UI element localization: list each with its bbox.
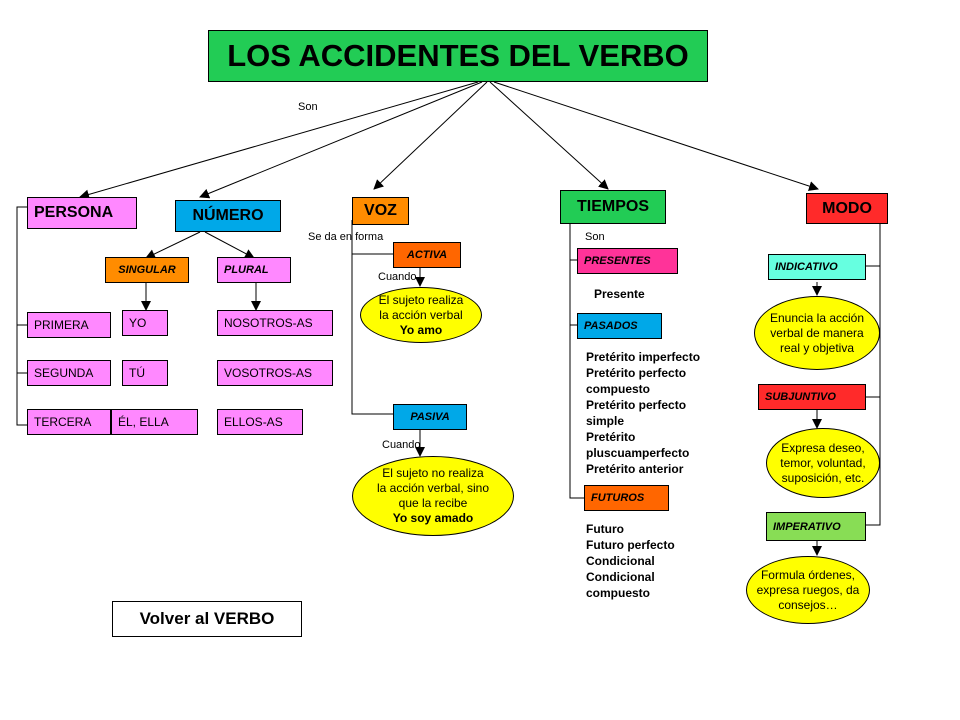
- persona-segunda[interactable]: SEGUNDA: [27, 360, 111, 386]
- subjuntivo-box[interactable]: SUBJUNTIVO: [758, 384, 866, 410]
- activa-definition: El sujeto realiza la acción verbal Yo am…: [360, 287, 482, 343]
- label-cuando-activa: Cuando: [378, 271, 417, 283]
- persona-tercera[interactable]: TERCERA: [27, 409, 111, 435]
- indicativo-box[interactable]: INDICATIVO: [768, 254, 866, 280]
- voz-box[interactable]: VOZ: [352, 197, 409, 225]
- plural-box[interactable]: PLURAL: [217, 257, 291, 283]
- pasados-box[interactable]: PASADOS: [577, 313, 662, 339]
- label-se-da-en-forma: Se da en forma: [308, 231, 384, 243]
- singular-yo[interactable]: YO: [122, 310, 168, 336]
- plural-ellos[interactable]: ELLOS-AS: [217, 409, 303, 435]
- presentes-list: Presente: [594, 287, 645, 301]
- imperativo-box[interactable]: IMPERATIVO: [766, 512, 866, 541]
- activa-box[interactable]: ACTIVA: [393, 242, 461, 268]
- futuros-list: Futuro Futuro perfecto Condicional Condi…: [586, 522, 675, 600]
- indicativo-definition: Enuncia la acción verbal de manera real …: [754, 296, 880, 370]
- plural-vosotros[interactable]: VOSOTROS-AS: [217, 360, 333, 386]
- pasiva-definition: El sujeto no realiza la acción verbal, s…: [352, 456, 514, 536]
- label-son-main: Son: [298, 101, 318, 113]
- modo-box[interactable]: MODO: [806, 193, 888, 224]
- imperativo-definition: Formula órdenes, expresa ruegos, da cons…: [746, 556, 870, 624]
- label-son-tiempos: Son: [585, 231, 605, 243]
- persona-primera[interactable]: PRIMERA: [27, 312, 111, 338]
- subjuntivo-definition: Expresa deseo, temor, voluntad, suposici…: [766, 428, 880, 498]
- singular-box[interactable]: SINGULAR: [105, 257, 189, 283]
- label-cuando-pasiva: Cuando: [382, 439, 421, 451]
- singular-el-ella[interactable]: ÉL, ELLA: [111, 409, 198, 435]
- back-to-verb-button[interactable]: Volver al VERBO: [112, 601, 302, 637]
- page-title: LOS ACCIDENTES DEL VERBO: [208, 30, 708, 82]
- presentes-box[interactable]: PRESENTES: [577, 248, 678, 274]
- persona-box[interactable]: PERSONA: [27, 197, 137, 229]
- futuros-box[interactable]: FUTUROS: [584, 485, 669, 511]
- plural-nosotros[interactable]: NOSOTROS-AS: [217, 310, 333, 336]
- singular-tu[interactable]: TÚ: [122, 360, 168, 386]
- pasiva-box[interactable]: PASIVA: [393, 404, 467, 430]
- tiempos-box[interactable]: TIEMPOS: [560, 190, 666, 224]
- numero-box[interactable]: NÚMERO: [175, 200, 281, 232]
- pasados-list: Pretérito imperfecto Pretérito perfecto …: [586, 350, 701, 476]
